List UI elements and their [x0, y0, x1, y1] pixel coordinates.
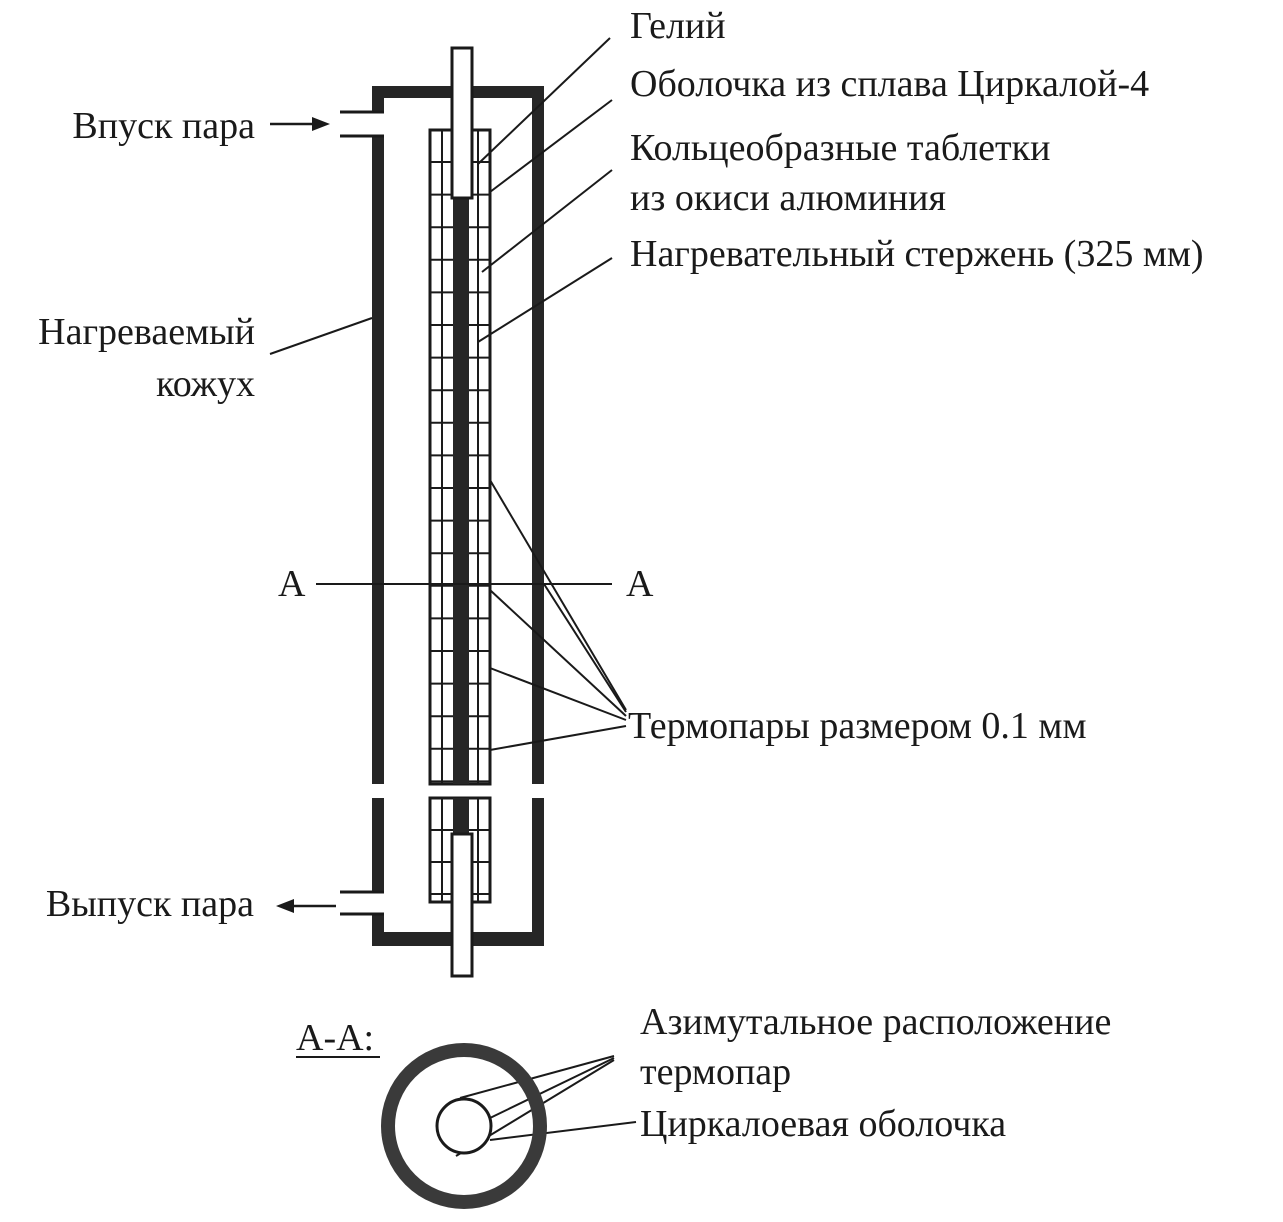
label-steam-outlet: Выпуск пара	[46, 883, 254, 925]
label-heater-rod: Нагревательный стержень (325 мм)	[630, 233, 1204, 275]
annular-pellets-upper	[430, 130, 490, 784]
cross-section-a-a	[381, 1043, 547, 1209]
leader-thermocouple-3	[489, 589, 627, 717]
steam-inlet-pipe	[340, 110, 384, 138]
shroud-ring	[381, 1043, 547, 1209]
heated-shroud	[372, 86, 544, 946]
label-cladding: Оболочка из сплава Циркалой-4	[630, 63, 1149, 105]
leader-azimuthal-2	[489, 1057, 615, 1119]
leader-azimuthal-1	[459, 1055, 615, 1099]
leader-thermocouple-5	[489, 725, 627, 751]
steam-inlet-arrow	[270, 117, 330, 131]
label-thermocouples: Термопары размером 0.1 мм	[628, 705, 1087, 747]
label-azimuthal-line1: Азимутальное расположение	[640, 1001, 1111, 1043]
label-pellets-line1: Кольцеобразные таблетки	[630, 127, 1050, 169]
leader-zircaloy-cladding	[489, 1121, 637, 1141]
leader-helium	[477, 37, 611, 165]
label-heated-shroud-line1: Нагреваемый	[38, 311, 255, 353]
leader-thermocouple-1	[489, 479, 627, 711]
label-azimuthal-line2: термопар	[640, 1051, 791, 1093]
leader-heated-shroud	[269, 317, 373, 355]
leader-thermocouple-2	[543, 583, 627, 713]
label-section-left: A	[278, 563, 306, 605]
leader-cladding	[489, 99, 613, 193]
cladding-circle	[435, 1097, 493, 1155]
label-zircaloy-cladding: Циркалоевая оболочка	[640, 1103, 1006, 1145]
steam-outlet-pipe	[340, 890, 384, 916]
label-helium: Гелий	[630, 5, 726, 47]
label-heated-shroud-line2: кожух	[156, 363, 255, 405]
label-section-right: A	[626, 563, 654, 605]
leader-pellets	[481, 169, 613, 273]
steam-outlet-arrow	[276, 899, 336, 913]
heater-rod	[453, 190, 469, 838]
label-section-title: A-A:	[296, 1017, 374, 1059]
label-steam-inlet: Впуск пара	[72, 105, 255, 147]
bottom-plug	[450, 832, 474, 978]
top-plug	[450, 46, 474, 200]
leader-thermocouple-4	[489, 667, 627, 721]
leader-heater-rod	[477, 257, 613, 343]
annular-pellets-lower	[430, 798, 490, 902]
label-pellets-line2: из окиси алюминия	[630, 177, 946, 219]
